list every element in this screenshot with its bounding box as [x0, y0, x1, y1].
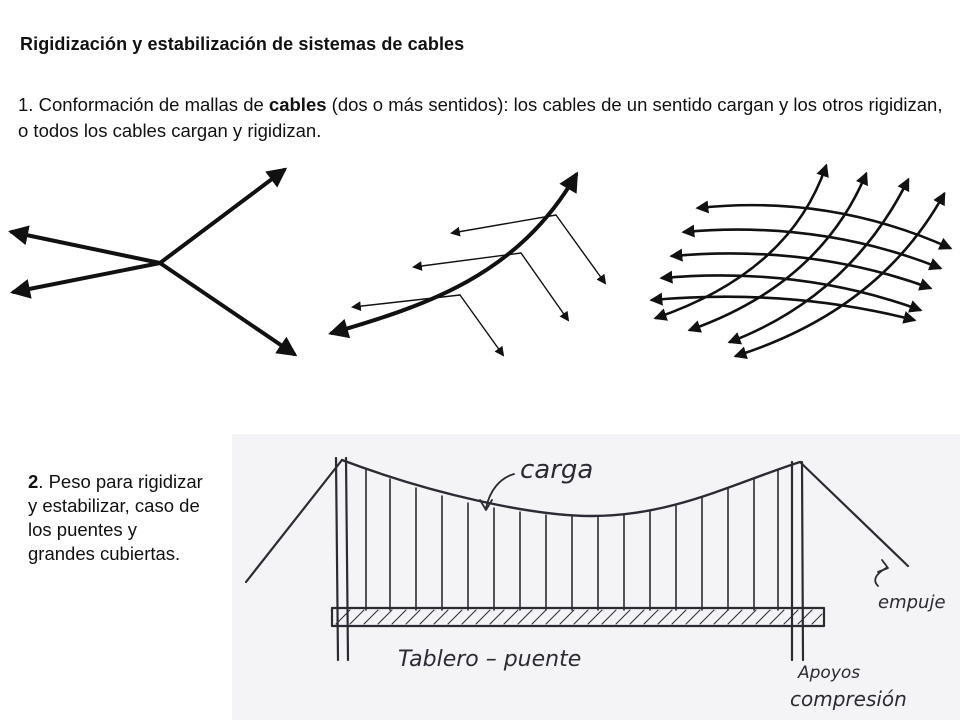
hangers [365, 468, 779, 611]
main-cable [340, 458, 802, 518]
bridge-deck [330, 606, 826, 628]
cable-node-diagram [8, 167, 298, 357]
cable-arrow-left-down [10, 261, 162, 299]
left-tower [334, 456, 350, 662]
thin-cable-arrow [351, 294, 461, 311]
thin-cable-arrow [450, 214, 557, 237]
cable-net-diagram [649, 163, 953, 360]
slide-title: Rigidización y estabilización de sistema… [20, 34, 465, 54]
cable-arrow-right-up [158, 167, 288, 265]
left-anchor-cable [244, 458, 344, 584]
curved-cable-diagram [328, 171, 607, 357]
deck-hatching [335, 609, 823, 625]
label-tablero-puente: Tablero – puente [398, 647, 581, 672]
right-anchor-cable [798, 460, 910, 568]
carga-pointer [485, 473, 515, 509]
main-curved-cable [328, 171, 579, 339]
thin-cable-arrow [412, 252, 522, 271]
label-compresion: compresión [790, 687, 907, 711]
label-carga: carga [520, 455, 593, 485]
bold-keyword: cables [268, 94, 327, 115]
thin-cable-arrow [520, 252, 570, 322]
cable-arrow-right-down [158, 261, 298, 357]
vertical-cables [653, 163, 946, 360]
right-tower [790, 460, 805, 662]
thin-cable-arrow [459, 294, 505, 357]
point-1-text: 1. Conformación de mallas de cables (dos… [18, 94, 943, 141]
cable-arrow-left-up [8, 225, 162, 265]
point-1-number: 1. [18, 94, 34, 115]
suspension-bridge-sketch: carga Tablero – puente empuje Apoyos com… [232, 434, 960, 720]
label-apoyos: Apoyos [797, 663, 860, 683]
thin-cable-arrow [555, 214, 607, 285]
label-empuje: empuje [878, 592, 946, 613]
point-2-text: 2. Peso para rigidizar y estabilizar, ca… [28, 471, 203, 564]
point-2-number: 2 [28, 471, 39, 492]
